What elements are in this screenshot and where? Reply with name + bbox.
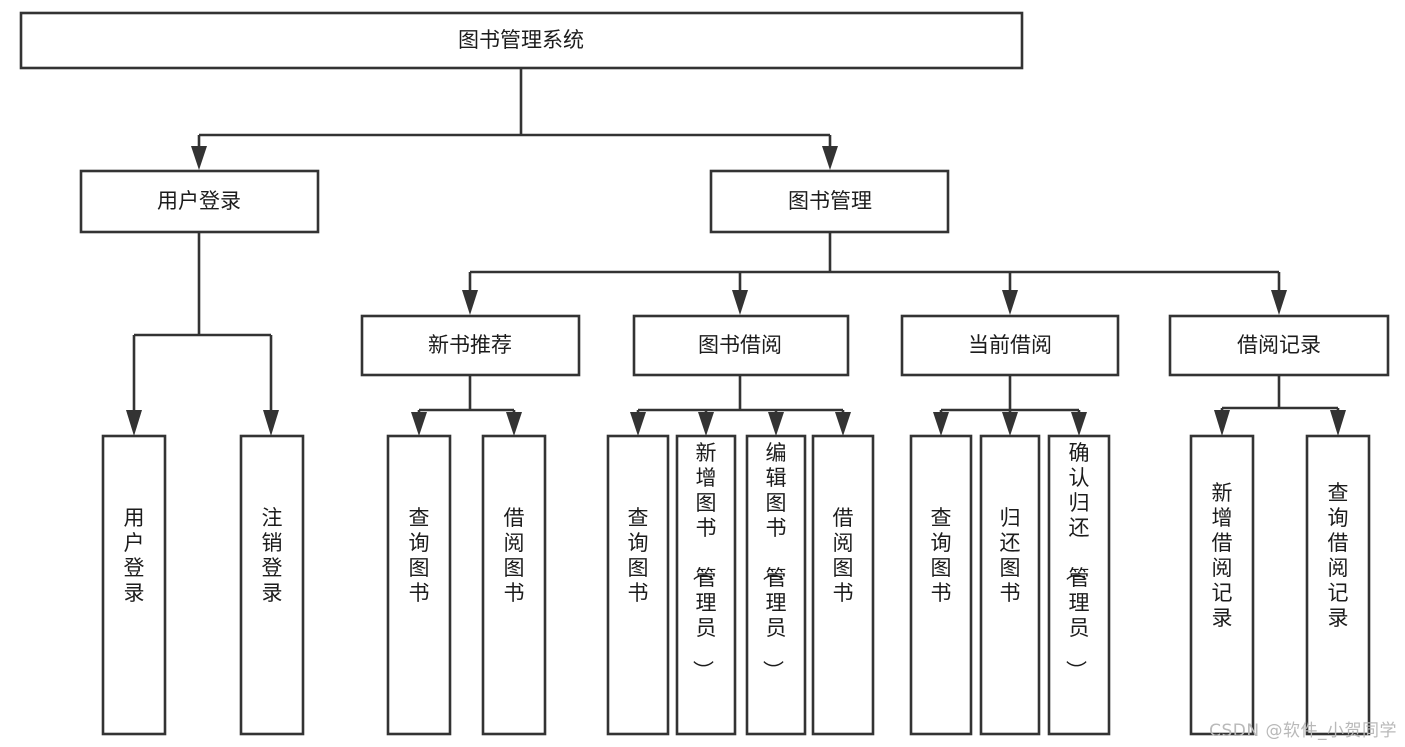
leaf-node-user-login-logout-box[interactable] [239, 434, 305, 736]
leaf-node-new-book-borrow-box[interactable] [481, 434, 547, 736]
node-new-book-recommend[interactable]: 新书推荐 [360, 314, 581, 377]
leaf-node-user-login-logout[interactable]: 注销登录 [239, 434, 305, 736]
leaf-node-current-borrow-return[interactable]: 归还图书 [979, 434, 1041, 736]
arrow-head-leaf-current-borrow-1 [933, 412, 949, 436]
leaf-node-book-borrow-edit[interactable]: 编辑图书（管理员） [745, 434, 807, 736]
node-book-borrow[interactable]: 图书借阅 [632, 314, 850, 377]
node-borrow-record-box[interactable] [1168, 314, 1390, 377]
leaf-node-new-book-borrow-label: 借阅图书 [504, 506, 525, 605]
node-current-borrow-label: 当前借阅 [968, 333, 1052, 357]
arrow-head-leaf-current-borrow-2 [1002, 412, 1018, 436]
leaf-node-book-borrow-edit-label: 编辑图书（管理员） [761, 441, 787, 681]
leaf-node-book-borrow-borrow-box[interactable] [811, 434, 875, 736]
leaf-node-user-login-login[interactable]: 用户登录 [101, 434, 167, 736]
arrow-head-leaf-borrow-record-2 [1330, 410, 1346, 436]
leaf-node-book-borrow-borrow[interactable]: 借阅图书 [811, 434, 875, 736]
leaf-node-current-borrow-query-label: 查询图书 [931, 506, 952, 605]
leaf-node-book-borrow-query[interactable]: 查询图书 [606, 434, 670, 736]
leaf-node-book-borrow-query-label: 查询图书 [628, 506, 649, 605]
leaf-node-current-borrow-return-box[interactable] [979, 434, 1041, 736]
arrow-head-leaf-borrow-record-1 [1214, 410, 1230, 436]
arrow-head-book-borrow [732, 290, 748, 315]
leaf-node-borrow-record-query[interactable]: 查询借阅记录 [1305, 434, 1371, 736]
node-user-login[interactable]: 用户登录 [79, 169, 320, 234]
leaf-node-user-login-login-box[interactable] [101, 434, 167, 736]
leaf-node-current-borrow-confirm[interactable]: 确认归还（管理员） [1047, 434, 1111, 736]
arrow-head-leaf-book-borrow-2 [698, 412, 714, 436]
leaf-node-new-book-query-label: 查询图书 [409, 506, 430, 605]
arrow-head-leaf-new-book-1 [411, 412, 427, 436]
node-root-label: 图书管理系统 [458, 28, 584, 52]
leaf-node-book-borrow-query-box[interactable] [606, 434, 670, 736]
leaf-node-new-book-borrow[interactable]: 借阅图书 [481, 434, 547, 736]
leaf-node-current-borrow-confirm-box[interactable] [1047, 434, 1111, 736]
leaf-node-user-login-login-label: 用户登录 [124, 506, 145, 605]
leaf-node-book-borrow-add-box[interactable] [675, 434, 737, 736]
node-root[interactable]: 图书管理系统 [19, 11, 1024, 70]
leaf-node-book-borrow-add-label: 新增图书（管理员） [691, 441, 717, 681]
leaf-node-book-borrow-edit-box[interactable] [745, 434, 807, 736]
node-new-book-recommend-label: 新书推荐 [428, 333, 512, 357]
arrow-head-leaf-user-login-1 [126, 410, 142, 436]
node-borrow-record-label: 借阅记录 [1237, 333, 1321, 357]
node-root-box[interactable] [19, 11, 1024, 70]
node-new-book-recommend-box[interactable] [360, 314, 581, 377]
node-book-management[interactable]: 图书管理 [709, 169, 950, 234]
arrow-head-borrow-record [1271, 290, 1287, 315]
node-book-borrow-box[interactable] [632, 314, 850, 377]
leaf-node-current-borrow-return-label: 归还图书 [1000, 506, 1021, 605]
arrow-head-user-login [191, 146, 207, 170]
node-current-borrow[interactable]: 当前借阅 [900, 314, 1120, 377]
node-book-management-box[interactable] [709, 169, 950, 234]
arrow-head-new-book [462, 290, 478, 315]
node-current-borrow-box[interactable] [900, 314, 1120, 377]
arrow-head-leaf-book-borrow-4 [835, 412, 851, 436]
leaf-node-book-borrow-add[interactable]: 新增图书（管理员） [675, 434, 737, 736]
leaf-node-current-borrow-query-box[interactable] [909, 434, 973, 736]
leaf-node-borrow-record-add-box[interactable] [1189, 434, 1255, 736]
node-borrow-record[interactable]: 借阅记录 [1168, 314, 1390, 377]
leaf-node-borrow-record-add[interactable]: 新增借阅记录 [1189, 434, 1255, 736]
leaf-node-user-login-logout-label: 注销登录 [262, 506, 283, 605]
arrow-head-leaf-book-borrow-1 [630, 412, 646, 436]
leaf-node-current-borrow-confirm-label: 确认归还（管理员） [1064, 441, 1090, 681]
leaf-node-book-borrow-borrow-label: 借阅图书 [833, 506, 854, 605]
arrow-head-current-borrow [1002, 290, 1018, 315]
arrow-head-book-manage [822, 146, 838, 170]
leaf-node-current-borrow-query[interactable]: 查询图书 [909, 434, 973, 736]
arrow-head-leaf-current-borrow-3 [1071, 412, 1087, 436]
leaf-node-new-book-query-box[interactable] [386, 434, 452, 736]
arrow-head-leaf-user-login-2 [263, 410, 279, 436]
leaf-node-borrow-record-add-label: 新增借阅记录 [1212, 481, 1233, 630]
arrow-head-leaf-new-book-2 [506, 412, 522, 436]
leaf-node-new-book-query[interactable]: 查询图书 [386, 434, 452, 736]
leaf-node-borrow-record-query-label: 查询借阅记录 [1328, 481, 1349, 630]
node-book-borrow-label: 图书借阅 [698, 333, 782, 357]
node-book-management-label: 图书管理 [788, 189, 872, 213]
arrow-head-leaf-book-borrow-3 [768, 412, 784, 436]
node-user-login-label: 用户登录 [157, 189, 241, 213]
leaf-node-borrow-record-query-box[interactable] [1305, 434, 1371, 736]
